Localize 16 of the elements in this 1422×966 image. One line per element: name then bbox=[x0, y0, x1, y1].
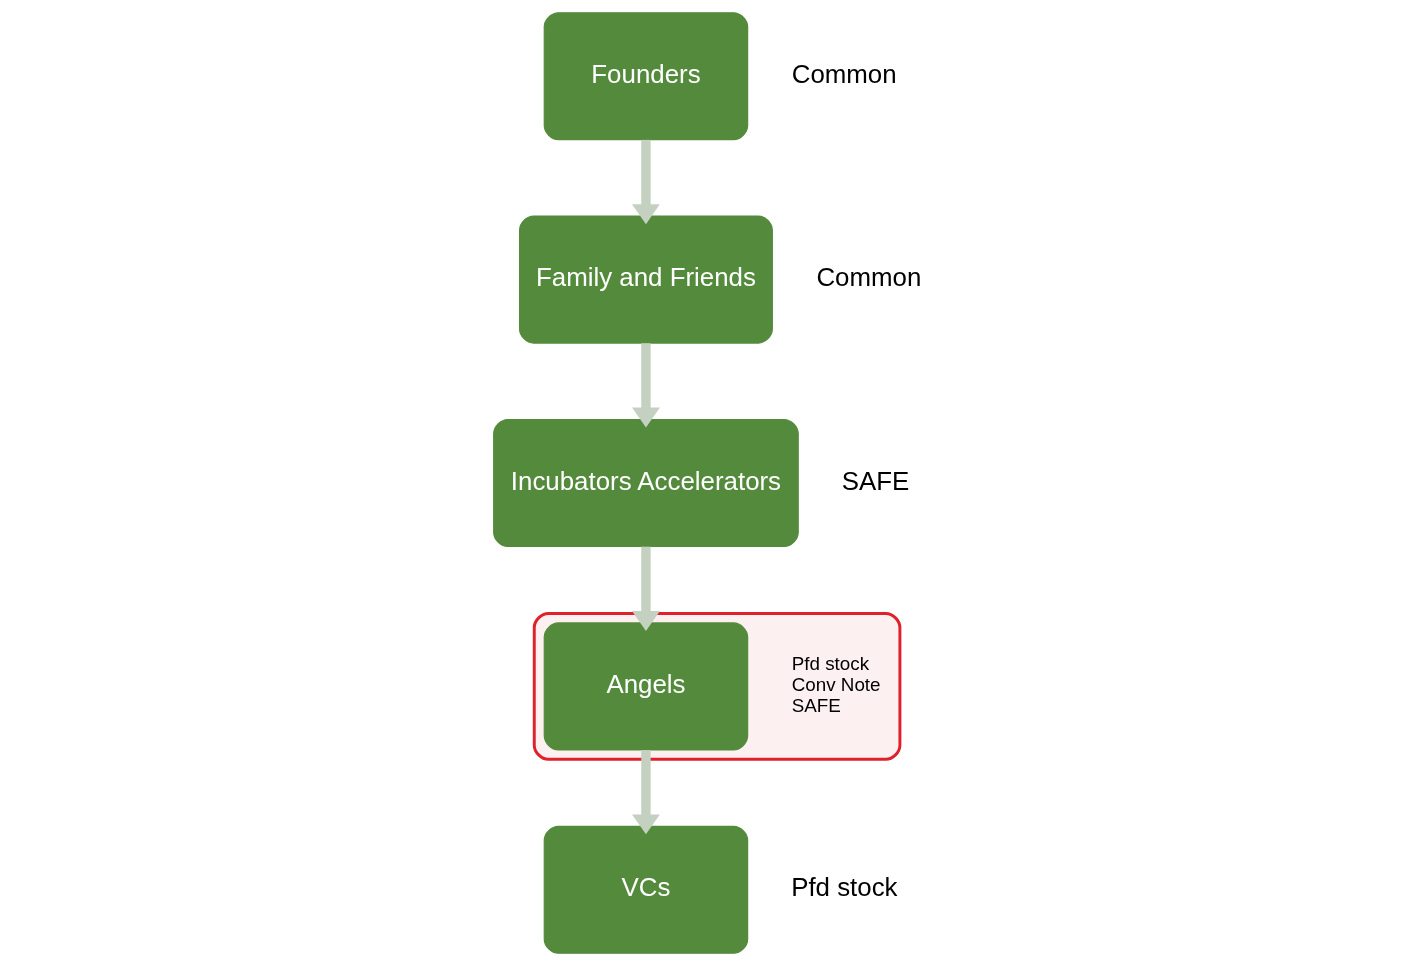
node-box: Angels bbox=[543, 622, 748, 751]
node-box: VCs bbox=[543, 825, 748, 954]
node-label: Common bbox=[791, 59, 897, 88]
node-label: SAFE bbox=[841, 466, 909, 495]
node-label: Conv Note bbox=[791, 673, 881, 695]
node-label: Pfd stock bbox=[791, 652, 869, 674]
node-label: Common bbox=[815, 263, 921, 292]
arrow bbox=[631, 546, 660, 631]
node-box: Family and Friends bbox=[518, 215, 773, 344]
node-label: Pfd stock bbox=[790, 873, 898, 902]
arrow bbox=[631, 139, 660, 225]
node-box: Incubators Accelerators bbox=[492, 418, 799, 548]
node-box: Founders bbox=[543, 12, 748, 141]
arrow bbox=[631, 750, 660, 835]
node-label: SAFE bbox=[791, 695, 841, 717]
arrow bbox=[631, 343, 660, 428]
